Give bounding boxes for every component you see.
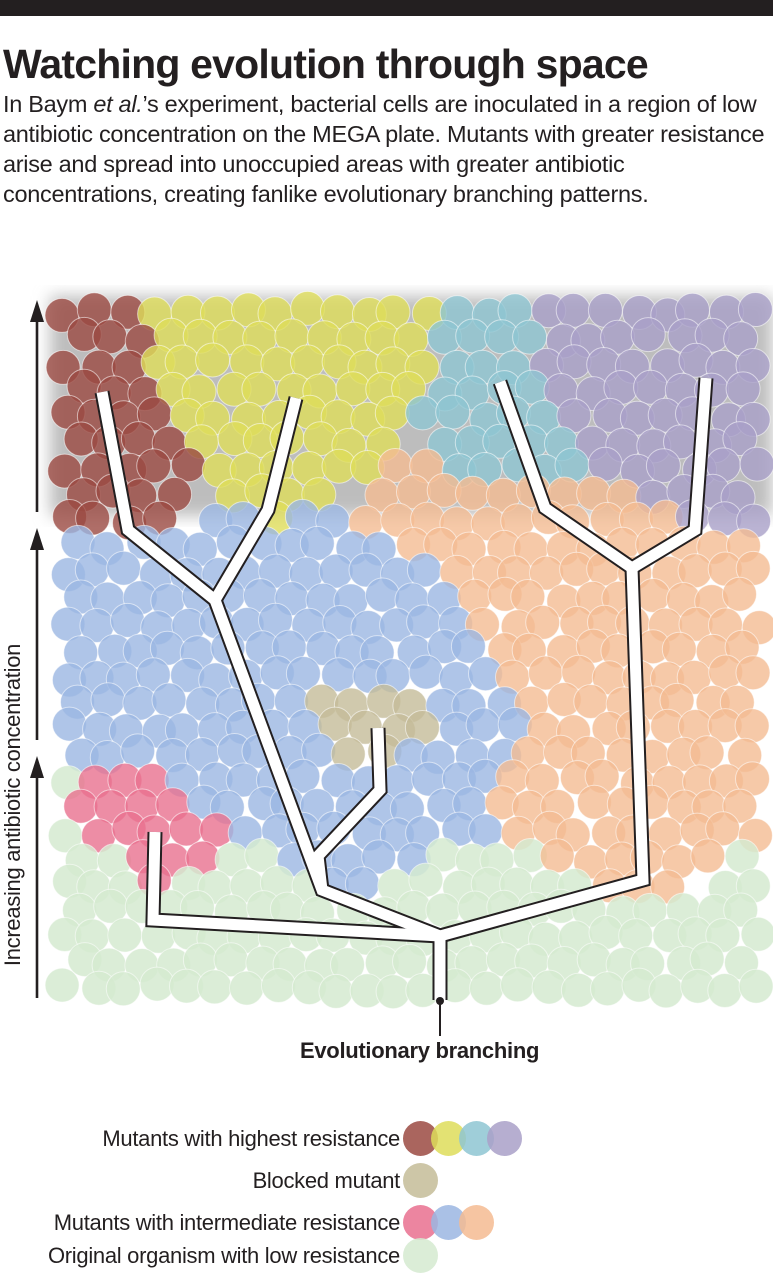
evolutionary-branching-label: Evolutionary branching	[300, 1038, 540, 1063]
concentration-arrows	[30, 300, 44, 998]
cell-blue	[465, 707, 501, 743]
legend-label-original: Original organism with low resistance	[47, 1243, 400, 1268]
cell-blue	[151, 682, 187, 718]
legend-item-highest: Mutants with highest resistance	[0, 1121, 773, 1157]
cell-orange	[689, 735, 725, 771]
cell-green	[139, 966, 175, 1002]
legend-label-intermediate: Mutants with intermediate resistance	[53, 1210, 401, 1235]
cell-green	[229, 970, 265, 1006]
legend-item-original: Original organism with low resistance	[0, 1238, 773, 1274]
legend-swatch-green	[403, 1238, 438, 1273]
cell-blue	[106, 550, 142, 586]
cell-yellow	[195, 342, 231, 378]
cell-green	[738, 968, 773, 1004]
axis-arrowhead-middle	[30, 528, 44, 550]
cell-purple	[722, 421, 758, 457]
right-main-branch	[438, 567, 649, 942]
cell-blue	[110, 602, 145, 638]
cell-blue	[90, 682, 126, 718]
caption-text-start: In Baym	[3, 91, 94, 117]
cell-green	[392, 943, 427, 979]
red-branch	[96, 390, 219, 605]
cell-green	[197, 969, 233, 1005]
evolutionary-tree	[94, 377, 714, 1000]
cell-blue	[450, 628, 486, 664]
legend-swatch-purple	[487, 1121, 522, 1156]
cell-green	[740, 916, 773, 952]
cell-red	[92, 319, 128, 355]
legend-label-highest: Mutants with highest resistance	[102, 1126, 400, 1151]
cell-blue	[51, 706, 87, 742]
cell-green	[261, 968, 296, 1003]
cell-orange	[539, 838, 575, 874]
cell-green	[707, 973, 743, 1008]
cell-blue	[120, 733, 156, 769]
branching-pointer-dot	[436, 997, 444, 1005]
cell-green	[724, 838, 760, 874]
yellow-branch	[210, 396, 302, 603]
cell-blue	[365, 577, 400, 613]
cell-colonies	[44, 290, 773, 1010]
axis-arrowhead-top	[30, 300, 44, 322]
legend-swatch-orange	[459, 1205, 494, 1240]
cell-pink	[168, 811, 204, 847]
cell-blue	[361, 839, 397, 875]
cell-green	[531, 969, 567, 1005]
cell-orange	[690, 838, 726, 874]
axis-label: Increasing antibiotic concentration	[0, 643, 25, 967]
legend-item-blocked: Blocked mutant	[0, 1163, 773, 1199]
cell-green	[318, 973, 354, 1009]
cell-yellow	[241, 371, 277, 407]
cell-green	[500, 967, 536, 1003]
cell-orange	[735, 655, 771, 691]
cell-green	[105, 971, 141, 1007]
axis-arrowhead-bottom	[30, 756, 44, 778]
cell-orange	[576, 784, 612, 820]
cell-purple	[645, 448, 681, 484]
cell-blue	[408, 654, 444, 690]
cyan-branch	[494, 380, 636, 573]
caption-italic: et al.	[93, 91, 143, 117]
legend-item-intermediate: Mutants with intermediate resistance	[0, 1205, 773, 1241]
cell-yellow	[374, 395, 410, 431]
cell-purple	[739, 446, 773, 482]
cell-red	[136, 448, 172, 484]
pink-branch	[147, 831, 441, 942]
cell-green	[648, 973, 684, 1009]
cell-cyan	[554, 447, 590, 483]
figure-title: Watching evolution through space	[3, 41, 649, 87]
cell-purple	[555, 292, 591, 328]
cell-purple	[630, 317, 666, 353]
caption-text-end: ’s experiment, bacterial cells are inocu…	[3, 91, 765, 207]
cell-green	[107, 917, 143, 953]
blocked-branch	[312, 727, 386, 891]
legend-label-blocked: Blocked mutant	[252, 1168, 401, 1193]
cell-red	[170, 447, 206, 483]
top-rule	[0, 0, 773, 16]
cell-orange	[722, 576, 757, 612]
cell-green	[590, 971, 625, 1007]
cell-cyan	[405, 395, 441, 431]
cell-orange	[734, 708, 770, 744]
cell-purple	[725, 371, 761, 407]
cell-blue	[406, 552, 442, 588]
cell-pink	[63, 788, 99, 824]
cell-green	[469, 970, 505, 1006]
cell-green	[723, 892, 759, 928]
figure-caption: In Baym et al.’s experiment, bacterial c…	[3, 89, 771, 209]
cell-cyan	[435, 394, 471, 430]
cell-green	[44, 967, 80, 1003]
cell-purple	[737, 292, 773, 327]
legend-swatch-tan	[403, 1163, 438, 1198]
cell-green	[375, 974, 411, 1010]
purple-branch	[629, 377, 712, 573]
cell-orange	[635, 578, 671, 613]
mega-plate-diagram	[30, 290, 773, 1036]
cell-orange	[455, 475, 490, 511]
